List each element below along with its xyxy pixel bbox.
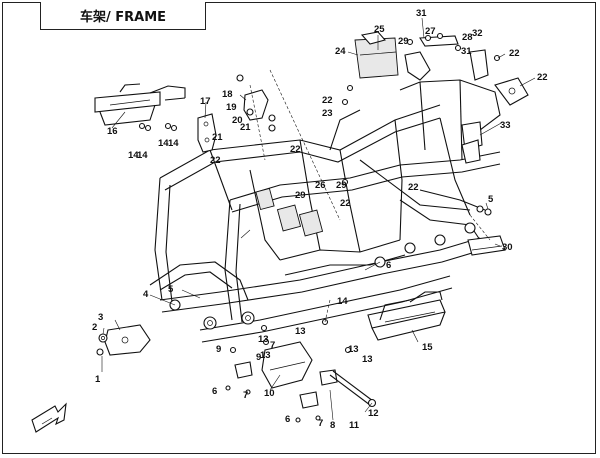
callout-22a: 22 [210, 155, 221, 166]
callout-22f: 22 [537, 72, 548, 83]
callout-15: 15 [422, 342, 433, 353]
side-bracket-17 [197, 113, 217, 153]
callout-7c: 7 [270, 340, 275, 351]
callout-31b: 31 [461, 46, 472, 57]
callout-6b: 6 [285, 414, 290, 425]
callout-5a: 5 [168, 284, 174, 295]
callout-14e: 14 [337, 296, 348, 307]
front-direction-arrow-icon [31, 402, 67, 433]
callout-29a: 29 [295, 190, 306, 201]
callout-25: 25 [374, 24, 385, 35]
callout-24: 24 [335, 46, 346, 57]
rear-rack-bracket [94, 83, 186, 132]
callout-20: 20 [232, 115, 243, 126]
callout-22d: 22 [340, 198, 351, 209]
callout-4: 4 [143, 289, 149, 300]
callout-7a: 7 [243, 390, 248, 401]
callout-21a: 21 [240, 122, 251, 133]
leader-lines [101, 17, 536, 421]
callout-2: 2 [92, 322, 97, 333]
callout-18: 18 [222, 89, 233, 100]
callout-23: 23 [322, 108, 333, 119]
callout-29b: 29 [336, 180, 347, 191]
callout-30: 30 [502, 242, 513, 253]
callout-13a: 13 [258, 334, 269, 345]
callout-22e: 22 [509, 48, 520, 59]
callout-32: 32 [472, 28, 483, 39]
callout-10: 10 [264, 388, 275, 399]
callout-29c: 29 [398, 36, 409, 47]
callout-13c: 13 [348, 344, 359, 355]
callout-13d: 13 [362, 354, 373, 365]
front-bracket-24 [354, 31, 399, 79]
callout-12: 12 [368, 408, 379, 419]
front-rack-bracket [367, 291, 446, 341]
callout-28: 28 [462, 32, 473, 43]
callout-1: 1 [95, 374, 101, 385]
diagram-border [2, 2, 596, 454]
callout-19: 19 [226, 102, 237, 113]
callout-14b: 14 [137, 150, 148, 161]
callout-21b: 21 [212, 132, 223, 143]
callout-5b: 5 [488, 194, 494, 205]
callout-26: 26 [315, 180, 326, 191]
callout-6c: 6 [386, 260, 391, 271]
callout-labels: 1 2 3 4 5 5 6 6 6 7 7 7 8 9 9 10 11 12 1… [92, 8, 548, 431]
callout-11: 11 [349, 420, 360, 431]
callout-22c: 22 [408, 182, 419, 193]
callout-31a: 31 [416, 8, 427, 19]
callout-13b: 13 [295, 326, 306, 337]
callout-14a: 14 [128, 150, 139, 161]
callout-14d: 14 [168, 138, 179, 149]
front-bumper-bracket [461, 77, 529, 164]
rear-hitch-bracket [96, 324, 151, 356]
callout-16: 16 [107, 126, 118, 137]
callout-7b: 7 [318, 418, 323, 429]
callout-9a: 9 [216, 344, 221, 355]
callout-6a: 6 [212, 386, 217, 397]
callout-27: 27 [425, 26, 436, 37]
callout-17: 17 [200, 96, 211, 107]
callout-13e: 13 [260, 350, 271, 361]
callout-9b: 9 [256, 352, 261, 363]
lower-mount-assembly [225, 318, 377, 423]
callout-3: 3 [98, 312, 103, 323]
front-upper-bracket [404, 32, 501, 81]
callout-33: 33 [500, 120, 511, 131]
page-title: 车架/ FRAME [40, 2, 206, 30]
callout-22g: 22 [290, 144, 301, 155]
callout-8: 8 [330, 420, 335, 431]
callout-14c: 14 [158, 138, 169, 149]
callout-22b: 22 [322, 95, 333, 106]
engine-mount-bracket [236, 74, 276, 132]
